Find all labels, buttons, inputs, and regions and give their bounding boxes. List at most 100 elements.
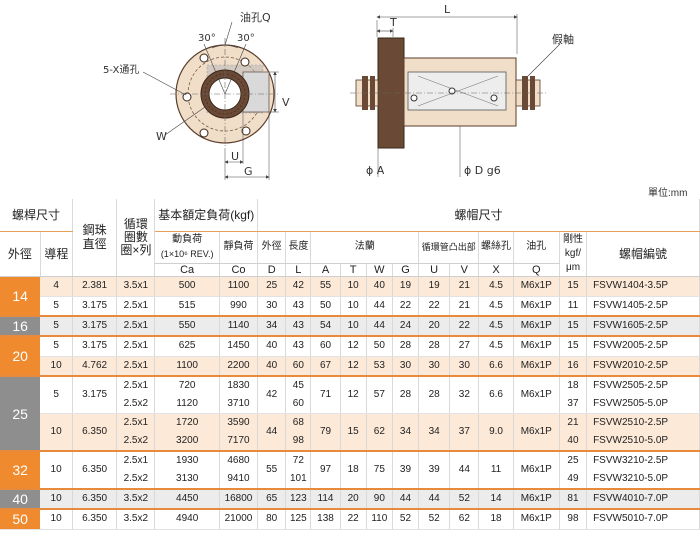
lead-cell: 5 <box>40 335 73 357</box>
return-u-cell: 34 <box>418 413 451 452</box>
dyn-load-cell: 1720 3200 <box>154 413 220 452</box>
rigidity-unit1: kgf/ <box>564 247 582 259</box>
rigidity-cell: 15 <box>559 335 588 357</box>
flange-g-cell: 28 <box>392 335 420 357</box>
bolt-x-cell: 6.6 <box>478 356 514 377</box>
return-u-cell: 28 <box>418 375 451 414</box>
nut-od-cell: 40 <box>257 356 287 377</box>
nut-length-cell: 43 <box>285 296 312 317</box>
outer-dia-header: 外徑 <box>0 231 41 277</box>
ball-dia-cell: 2.381 <box>72 276 118 297</box>
l-label: L <box>444 3 451 16</box>
return-u-cell: 22 <box>418 296 451 317</box>
dyn-load-cell-value: 720 <box>178 380 196 391</box>
return-u-cell: 28 <box>418 335 451 357</box>
rigidity-cell-value: 15 <box>567 320 579 331</box>
flange-t-cell: 12 <box>340 335 367 357</box>
model-cell-value: FSVW2005-2.5P <box>593 340 669 352</box>
nut-length-cell-value: 45 <box>292 380 304 391</box>
circuit-cell-value: 2.5x1 <box>123 340 149 352</box>
phi-d-label: ϕ D g6 <box>464 164 501 177</box>
static-load-cell-value: 7170 <box>227 435 250 446</box>
circuit-cell: 2.5x1 <box>116 356 156 377</box>
dyn-load-cell-value: 3200 <box>176 435 199 446</box>
circuit-cell: 2.5x1 <box>116 335 156 357</box>
col-x-header: X <box>478 263 514 277</box>
through-hole-label: 5-X通孔 <box>103 64 139 76</box>
return-v-cell: 37 <box>449 413 480 452</box>
circuit-cell-value: 2.5x1 <box>123 455 149 466</box>
flange-g-cell: 39 <box>392 450 420 490</box>
model-cell: FSVW1404-3.5P <box>586 276 700 297</box>
oil-q-cell: M6x1P <box>513 335 560 357</box>
outer-dia-cell: 50 <box>0 508 41 530</box>
u-label: U <box>231 150 239 163</box>
dyn-load-cell: 515 <box>154 296 220 317</box>
dummy-shaft-label: 假軸 <box>552 32 574 46</box>
col-v-header: V <box>449 263 480 277</box>
col-w-header: W <box>366 263 393 277</box>
rigidity-cell-value: 25 <box>567 455 579 466</box>
rigidity-unit2: μm <box>565 261 581 273</box>
dyn-load-cell-value: 1930 <box>176 455 199 466</box>
circuit-cell-value: 2.5x1 <box>123 320 149 331</box>
nut-od-cell: 42 <box>257 375 287 414</box>
flange-t-cell: 18 <box>340 450 367 490</box>
nut-od-cell: 30 <box>257 296 287 317</box>
g-label: G <box>244 165 253 178</box>
dyn-load-cell-value: 1100 <box>176 359 198 371</box>
nut-length-header: 長度 <box>285 231 312 264</box>
ball-dia-cell: 4.762 <box>72 356 118 377</box>
rigidity-cell-value: 11 <box>567 299 579 311</box>
model-cell-value: FSVW4010-7.0P <box>593 493 669 504</box>
static-load-cell: 990 <box>219 296 259 317</box>
rigidity-cell-value: 98 <box>567 513 579 525</box>
ball-dia-cell: 6.350 <box>72 413 118 452</box>
nut-od-cell: 65 <box>257 488 287 510</box>
nut-od-cell: 34 <box>257 315 287 337</box>
model-cell: FSVW1605-2.5P <box>586 315 700 337</box>
flange-a-cell: 71 <box>310 375 341 414</box>
model-cell: FSVW5010-7.0P <box>586 508 700 530</box>
ball-dia-cell: 3.175 <box>72 315 118 337</box>
lead-cell: 10 <box>40 413 73 452</box>
flange-t-cell: 22 <box>340 508 367 530</box>
ball-dia-cell: 6.350 <box>72 508 118 530</box>
bolt-x-cell: 18 <box>478 508 514 530</box>
return-v-cell: 22 <box>449 315 480 337</box>
dyn-load-header: 動負荷 (1×10⁶ REV.) <box>154 231 220 264</box>
flange-g-cell: 22 <box>392 296 420 317</box>
flange-w-cell: 57 <box>366 375 393 414</box>
rigidity-cell: 15 <box>559 315 588 337</box>
model-cell-value: FSVW1605-2.5P <box>593 320 669 331</box>
static-load-cell: 1100 <box>219 276 259 297</box>
rigidity-cell-value: 37 <box>567 398 579 409</box>
outer-dia-cell: 16 <box>0 315 41 337</box>
flange-g-cell: 30 <box>392 356 420 377</box>
circ-unit-text: 圈×列 <box>120 242 152 257</box>
dyn-load-cell-value: 1720 <box>176 417 199 428</box>
v-label: V <box>282 96 290 109</box>
rigidity-cell-value: 18 <box>567 380 579 391</box>
co-header: Co <box>219 263 259 277</box>
nut-od-cell: 44 <box>257 413 287 452</box>
rigidity-cell: 15 <box>559 276 588 297</box>
rigidity-cell-value: 40 <box>567 435 579 446</box>
dyn-load-cell-value: 500 <box>178 280 196 291</box>
oil-q-cell: M6x1P <box>513 508 560 530</box>
flange-a-cell: 55 <box>310 276 341 297</box>
bolt-x-cell: 9.0 <box>478 413 514 452</box>
static-load-cell-value: 1450 <box>227 340 250 352</box>
circuit-cell: 2.5x1 <box>116 296 156 317</box>
unit-label: 單位:mm <box>648 188 688 199</box>
